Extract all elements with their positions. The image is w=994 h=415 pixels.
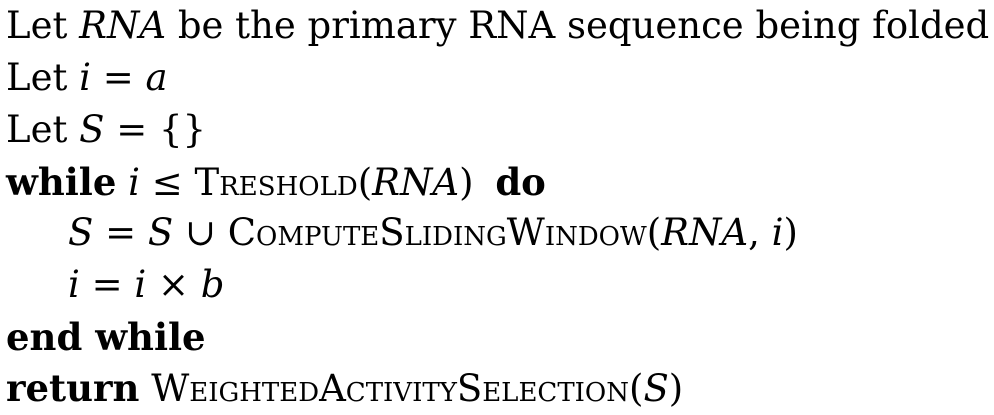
let-keyword: Let <box>6 4 68 47</box>
algorithm-line-2: Let i = a <box>6 52 168 104</box>
algorithm-line-1: Let RNA be the primary RNA sequence bein… <box>6 0 989 52</box>
algorithm-line-6: i = i × b <box>68 259 224 311</box>
empty-set-expression: = {} <box>116 108 207 151</box>
open-paren: ( <box>646 211 662 254</box>
s-argument: S <box>643 367 669 410</box>
algorithm-line-4: while i ≤ Treshold(RNA) do <box>6 156 546 208</box>
rna-argument: RNA <box>661 211 749 254</box>
close-paren: ) <box>783 211 798 254</box>
treshold-function: Treshold <box>194 161 358 204</box>
update-i-expression: i = i × b <box>68 263 225 306</box>
do-keyword: do <box>495 160 546 204</box>
close-paren: ) <box>459 161 474 204</box>
let-keyword: Let <box>6 56 68 99</box>
close-paren: ) <box>668 367 684 410</box>
algorithm-line-8: return WeightedActivitySelection(S) <box>6 362 683 414</box>
let-keyword: Let <box>6 108 68 151</box>
algorithm-line-7: end while <box>6 311 206 363</box>
algorithm-line-3: Let S = {} <box>6 104 206 156</box>
return-keyword: return <box>6 366 140 410</box>
weighted-activity-selection-function: WeightedActivitySelection <box>151 367 629 410</box>
argument-separator: , <box>748 211 772 254</box>
i-argument: i <box>771 211 784 254</box>
init-i-expression: i = a <box>79 56 168 99</box>
union-assignment: S = S ∪ <box>68 211 216 254</box>
s-variable: S <box>79 108 105 151</box>
open-paren: ( <box>357 161 373 204</box>
rna-argument: RNA <box>372 161 460 204</box>
loop-condition: i ≤ <box>128 161 183 204</box>
rna-variable: RNA <box>79 4 167 47</box>
algorithm-line-5: S = S ∪ ComputeSlidingWindow(RNA, i) <box>68 207 798 259</box>
line-1-text: be the primary RNA sequence being folded <box>177 4 990 47</box>
open-paren: ( <box>629 367 644 410</box>
while-keyword: while <box>6 160 117 204</box>
end-while-keyword: end while <box>6 315 206 359</box>
compute-sliding-window-function: ComputeSlidingWindow <box>227 211 647 254</box>
